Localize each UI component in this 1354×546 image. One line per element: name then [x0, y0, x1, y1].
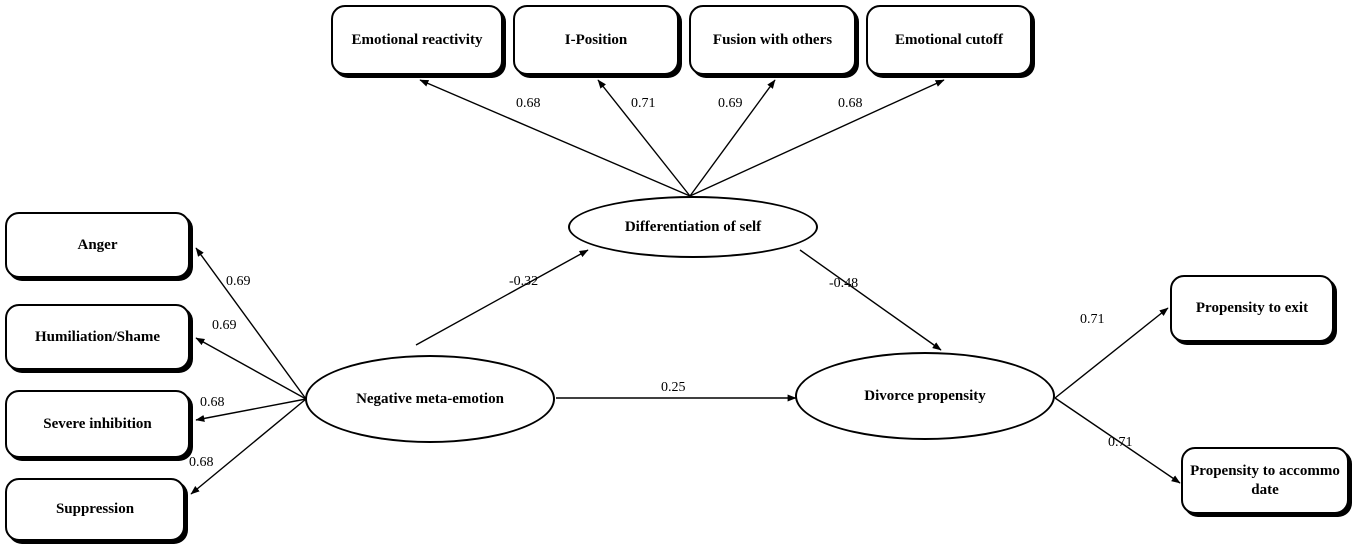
node-humiliation-shame[interactable]: Humiliation/Shame	[5, 304, 190, 370]
node-label: Suppression	[55, 501, 135, 518]
path-coefficient-dos-fusion-with-others: 0.69	[718, 96, 743, 111]
arrow-dos-to-emotional-reactivity	[419, 79, 691, 197]
path-coefficient-nme-suppression: 0.68	[189, 455, 214, 470]
path-coefficient-nme-dos: -0.32	[509, 274, 539, 289]
path-coefficient-dp-propensity-to-exit: 0.71	[1080, 312, 1105, 327]
path-coefficient-nme-anger: 0.69	[226, 274, 251, 289]
node-divorce-propensity[interactable]: Divorce propensity	[795, 352, 1055, 440]
arrow-nme-to-anger	[195, 247, 307, 400]
node-label: Emotional cutoff	[895, 31, 1003, 48]
path-coefficient-dp-propensity-to-accommodate: 0.71	[1108, 435, 1133, 450]
path-coefficient-dos-emotional-reactivity: 0.68	[516, 96, 541, 111]
node-anger[interactable]: Anger	[5, 212, 190, 278]
path-coefficient-nme-divorce-propensity: 0.25	[661, 380, 686, 395]
path-coefficient-dos-i-position: 0.71	[631, 96, 656, 111]
arrow-nme-to-dos	[415, 249, 589, 346]
node-suppression[interactable]: Suppression	[5, 478, 185, 541]
node-i-position[interactable]: I-Position	[513, 5, 679, 75]
path-coefficient-nme-severe-inhibition: 0.68	[200, 395, 225, 410]
arrow-dos-to-fusion-with-others	[689, 79, 776, 197]
node-emotional-reactivity[interactable]: Emotional reactivity	[331, 5, 503, 75]
node-label: Emotional reactivity	[351, 31, 483, 48]
node-severe-inhibition[interactable]: Severe inhibition	[5, 390, 190, 458]
arrow-dp-to-propensity-to-exit	[1054, 307, 1169, 399]
node-label: Fusion with others	[712, 31, 833, 48]
node-emotional-cutoff[interactable]: Emotional cutoff	[866, 5, 1032, 75]
node-differentiation-of-self[interactable]: Differentiation of self	[568, 196, 818, 258]
node-propensity-to-accommodate[interactable]: Propensity to accommodate	[1181, 447, 1349, 514]
node-label: Propensity to accommodate	[1190, 463, 1340, 498]
path-coefficient-nme-humiliation-shame: 0.69	[212, 318, 237, 333]
node-label: Severe inhibition	[43, 415, 152, 432]
node-label: Divorce propensity	[864, 387, 986, 404]
node-negative-meta-emotion[interactable]: Negative meta-emotion	[305, 355, 555, 443]
node-label: Anger	[77, 236, 118, 253]
arrow-dp-to-propensity-to-accommodate	[1054, 397, 1181, 484]
arrow-nme-to-severe-inhibition	[195, 398, 307, 422]
path-coefficient-dos-divorce-propensity: -0.48	[829, 276, 859, 291]
node-label: I-Position	[564, 31, 628, 48]
path-coefficient-dos-emotional-cutoff: 0.68	[838, 96, 863, 111]
node-propensity-to-exit[interactable]: Propensity to exit	[1170, 275, 1334, 342]
node-label: Propensity to exit	[1195, 300, 1309, 317]
arrow-dos-to-divorce-propensity	[799, 249, 942, 351]
node-label: Humiliation/Shame	[34, 328, 161, 345]
arrow-nme-to-humiliation-shame	[195, 337, 307, 400]
arrow-dos-to-i-position	[597, 79, 691, 197]
node-label: Negative meta-emotion	[356, 390, 504, 407]
node-fusion-with-others[interactable]: Fusion with others	[689, 5, 856, 75]
node-label: Differentiation of self	[624, 218, 762, 235]
arrow-nme-to-suppression	[190, 398, 307, 495]
arrow-dos-to-emotional-cutoff	[689, 79, 945, 197]
